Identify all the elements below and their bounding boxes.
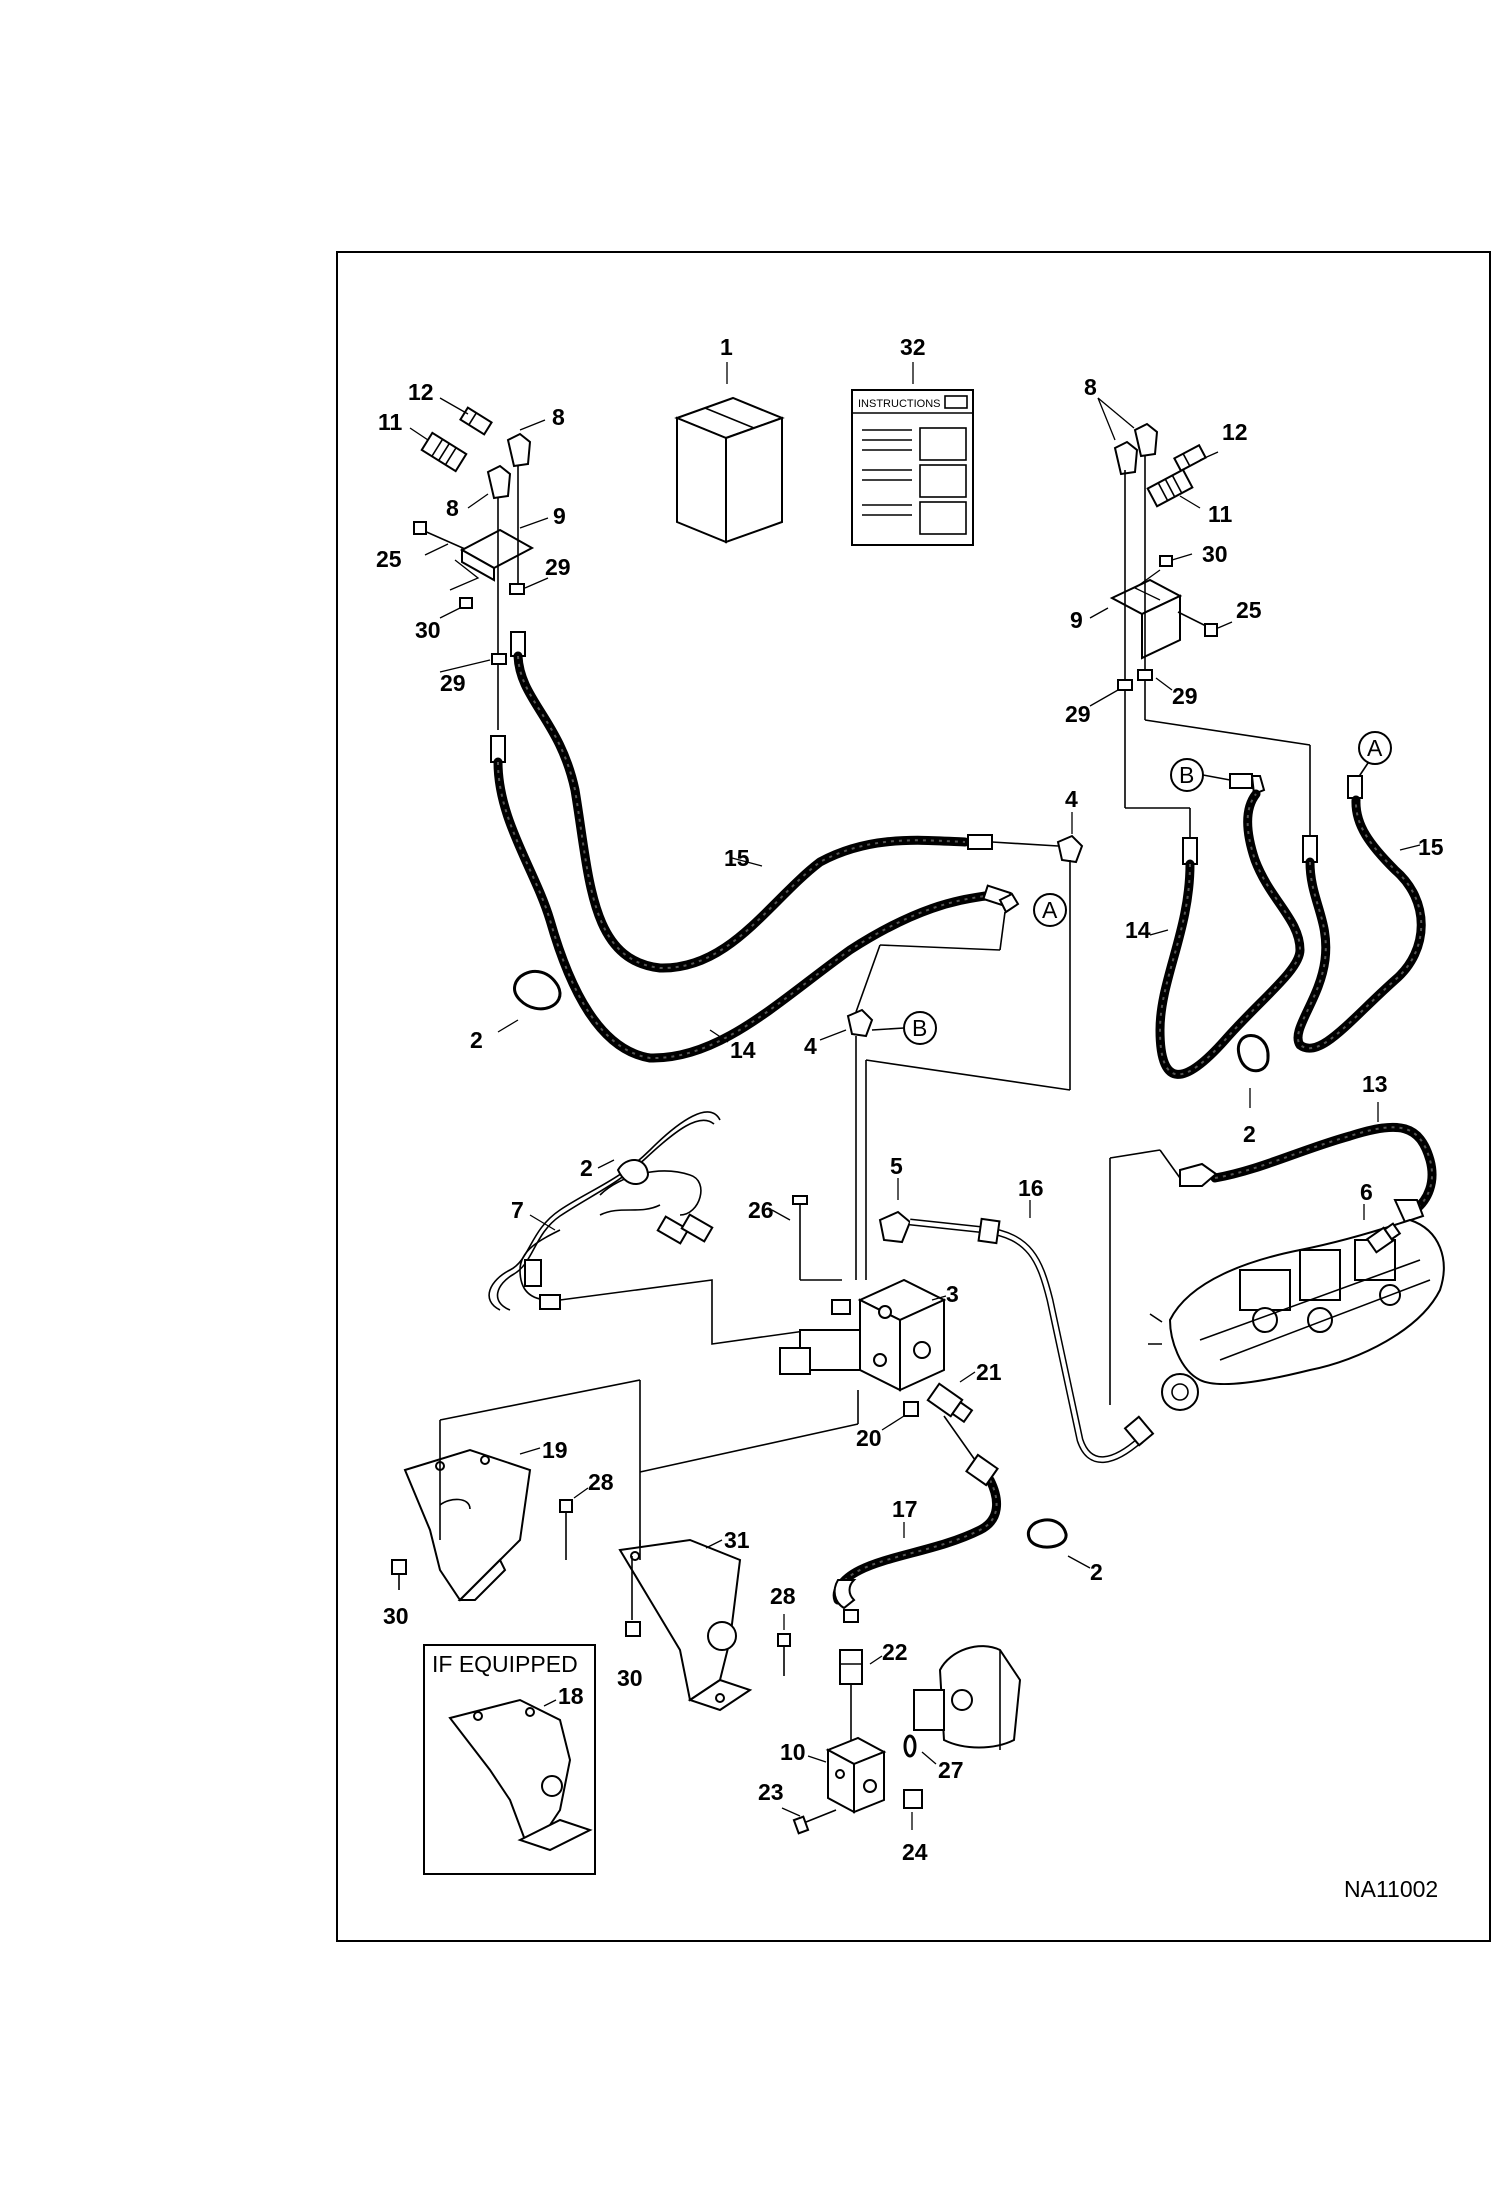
callout-B-mid: B [912, 1015, 927, 1041]
callout-23: 23 [758, 1779, 784, 1805]
callout-27: 27 [938, 1757, 964, 1783]
diagram-frame [336, 251, 1491, 1942]
hose-14-right [1155, 789, 1305, 1079]
if-equipped-box [423, 1644, 596, 1875]
right-coupler-group [1109, 422, 1311, 845]
tube-16 [909, 1217, 1155, 1463]
callout-4-mid: 4 [804, 1033, 817, 1059]
callout-28-left: 28 [588, 1469, 614, 1495]
callout-14-right: 14 [1125, 917, 1151, 943]
callout-3: 3 [946, 1281, 959, 1307]
left-coupler-group [413, 406, 535, 763]
callout-B-right: B [1179, 762, 1194, 788]
callout-A-right: A [1367, 735, 1383, 761]
hose-15-left [513, 651, 970, 973]
pump-assembly [1148, 1218, 1445, 1411]
fitting-21 [926, 1382, 974, 1424]
callout-17: 17 [892, 1496, 918, 1522]
hose-14-left [493, 757, 990, 1063]
callout-16: 16 [1018, 1175, 1044, 1201]
block-10 [825, 1736, 887, 1814]
wire-harness [488, 1111, 721, 1311]
callout-26: 26 [748, 1197, 774, 1223]
callout-11-left: 11 [378, 409, 403, 435]
callout-21: 21 [976, 1359, 1002, 1385]
figure-id: NA11002 [1344, 1876, 1438, 1902]
callout-30-bottom-mid: 30 [617, 1665, 643, 1691]
callout-25-left: 25 [376, 546, 402, 572]
callout-19: 19 [542, 1437, 568, 1463]
callout-29-left-b: 29 [440, 670, 466, 696]
callout-29-left-a: 29 [545, 554, 571, 580]
callout-8-left-top: 8 [552, 404, 565, 430]
callout-8-left-mid: 8 [446, 495, 459, 521]
callout-14-left: 14 [730, 1037, 756, 1063]
callout-12-left: 12 [408, 379, 434, 405]
callout-10: 10 [780, 1739, 806, 1765]
callout-18: 18 [558, 1683, 584, 1709]
callout-2-left: 2 [470, 1027, 483, 1053]
callout-6: 6 [1360, 1179, 1373, 1205]
callout-28-right: 28 [770, 1583, 796, 1609]
callout-15-left: 15 [724, 845, 750, 871]
kit-box [674, 396, 785, 544]
callout-A-mid: A [1042, 897, 1058, 923]
callout-30-right: 30 [1202, 541, 1228, 567]
fitting-6 [1365, 1222, 1402, 1254]
hose-15-right [1293, 795, 1426, 1053]
callout-30-left: 30 [415, 617, 441, 643]
callout-32: 32 [900, 334, 926, 360]
callout-9-left: 9 [553, 503, 566, 529]
callout-8-right: 8 [1084, 374, 1097, 400]
callout-30-bottom-left: 30 [383, 1603, 409, 1629]
callout-25-right: 25 [1236, 597, 1262, 623]
hydraulic-motor [913, 1645, 1022, 1750]
callout-7: 7 [511, 1197, 524, 1223]
callout-24: 24 [902, 1839, 928, 1865]
callout-9-right: 9 [1070, 607, 1083, 633]
hose-13 [1210, 1122, 1437, 1215]
callout-11-right: 11 [1208, 501, 1233, 527]
callout-13: 13 [1362, 1071, 1388, 1097]
valve-block [779, 1278, 947, 1392]
callout-5: 5 [890, 1153, 903, 1179]
instructions-sheet [851, 389, 974, 546]
callout-2-bottom: 2 [1090, 1559, 1103, 1585]
bracket-18 [448, 1698, 593, 1852]
callout-29-right-a: 29 [1065, 701, 1091, 727]
callout-1: 1 [720, 334, 733, 360]
callout-22: 22 [882, 1639, 908, 1665]
callout-2-right: 2 [1243, 1121, 1256, 1147]
bracket-31 [618, 1538, 753, 1712]
callout-2-harness: 2 [580, 1155, 593, 1181]
if-equipped-label: IF EQUIPPED [432, 1651, 578, 1677]
callout-20: 20 [856, 1425, 882, 1451]
bracket-19 [403, 1448, 532, 1602]
callout-12-right: 12 [1222, 419, 1248, 445]
callout-31: 31 [724, 1527, 750, 1553]
instructions-label: INSTRUCTIONS [858, 398, 941, 410]
callout-29-right-b: 29 [1172, 683, 1198, 709]
callout-4-top: 4 [1065, 786, 1078, 812]
callout-15-right: 15 [1418, 834, 1444, 860]
